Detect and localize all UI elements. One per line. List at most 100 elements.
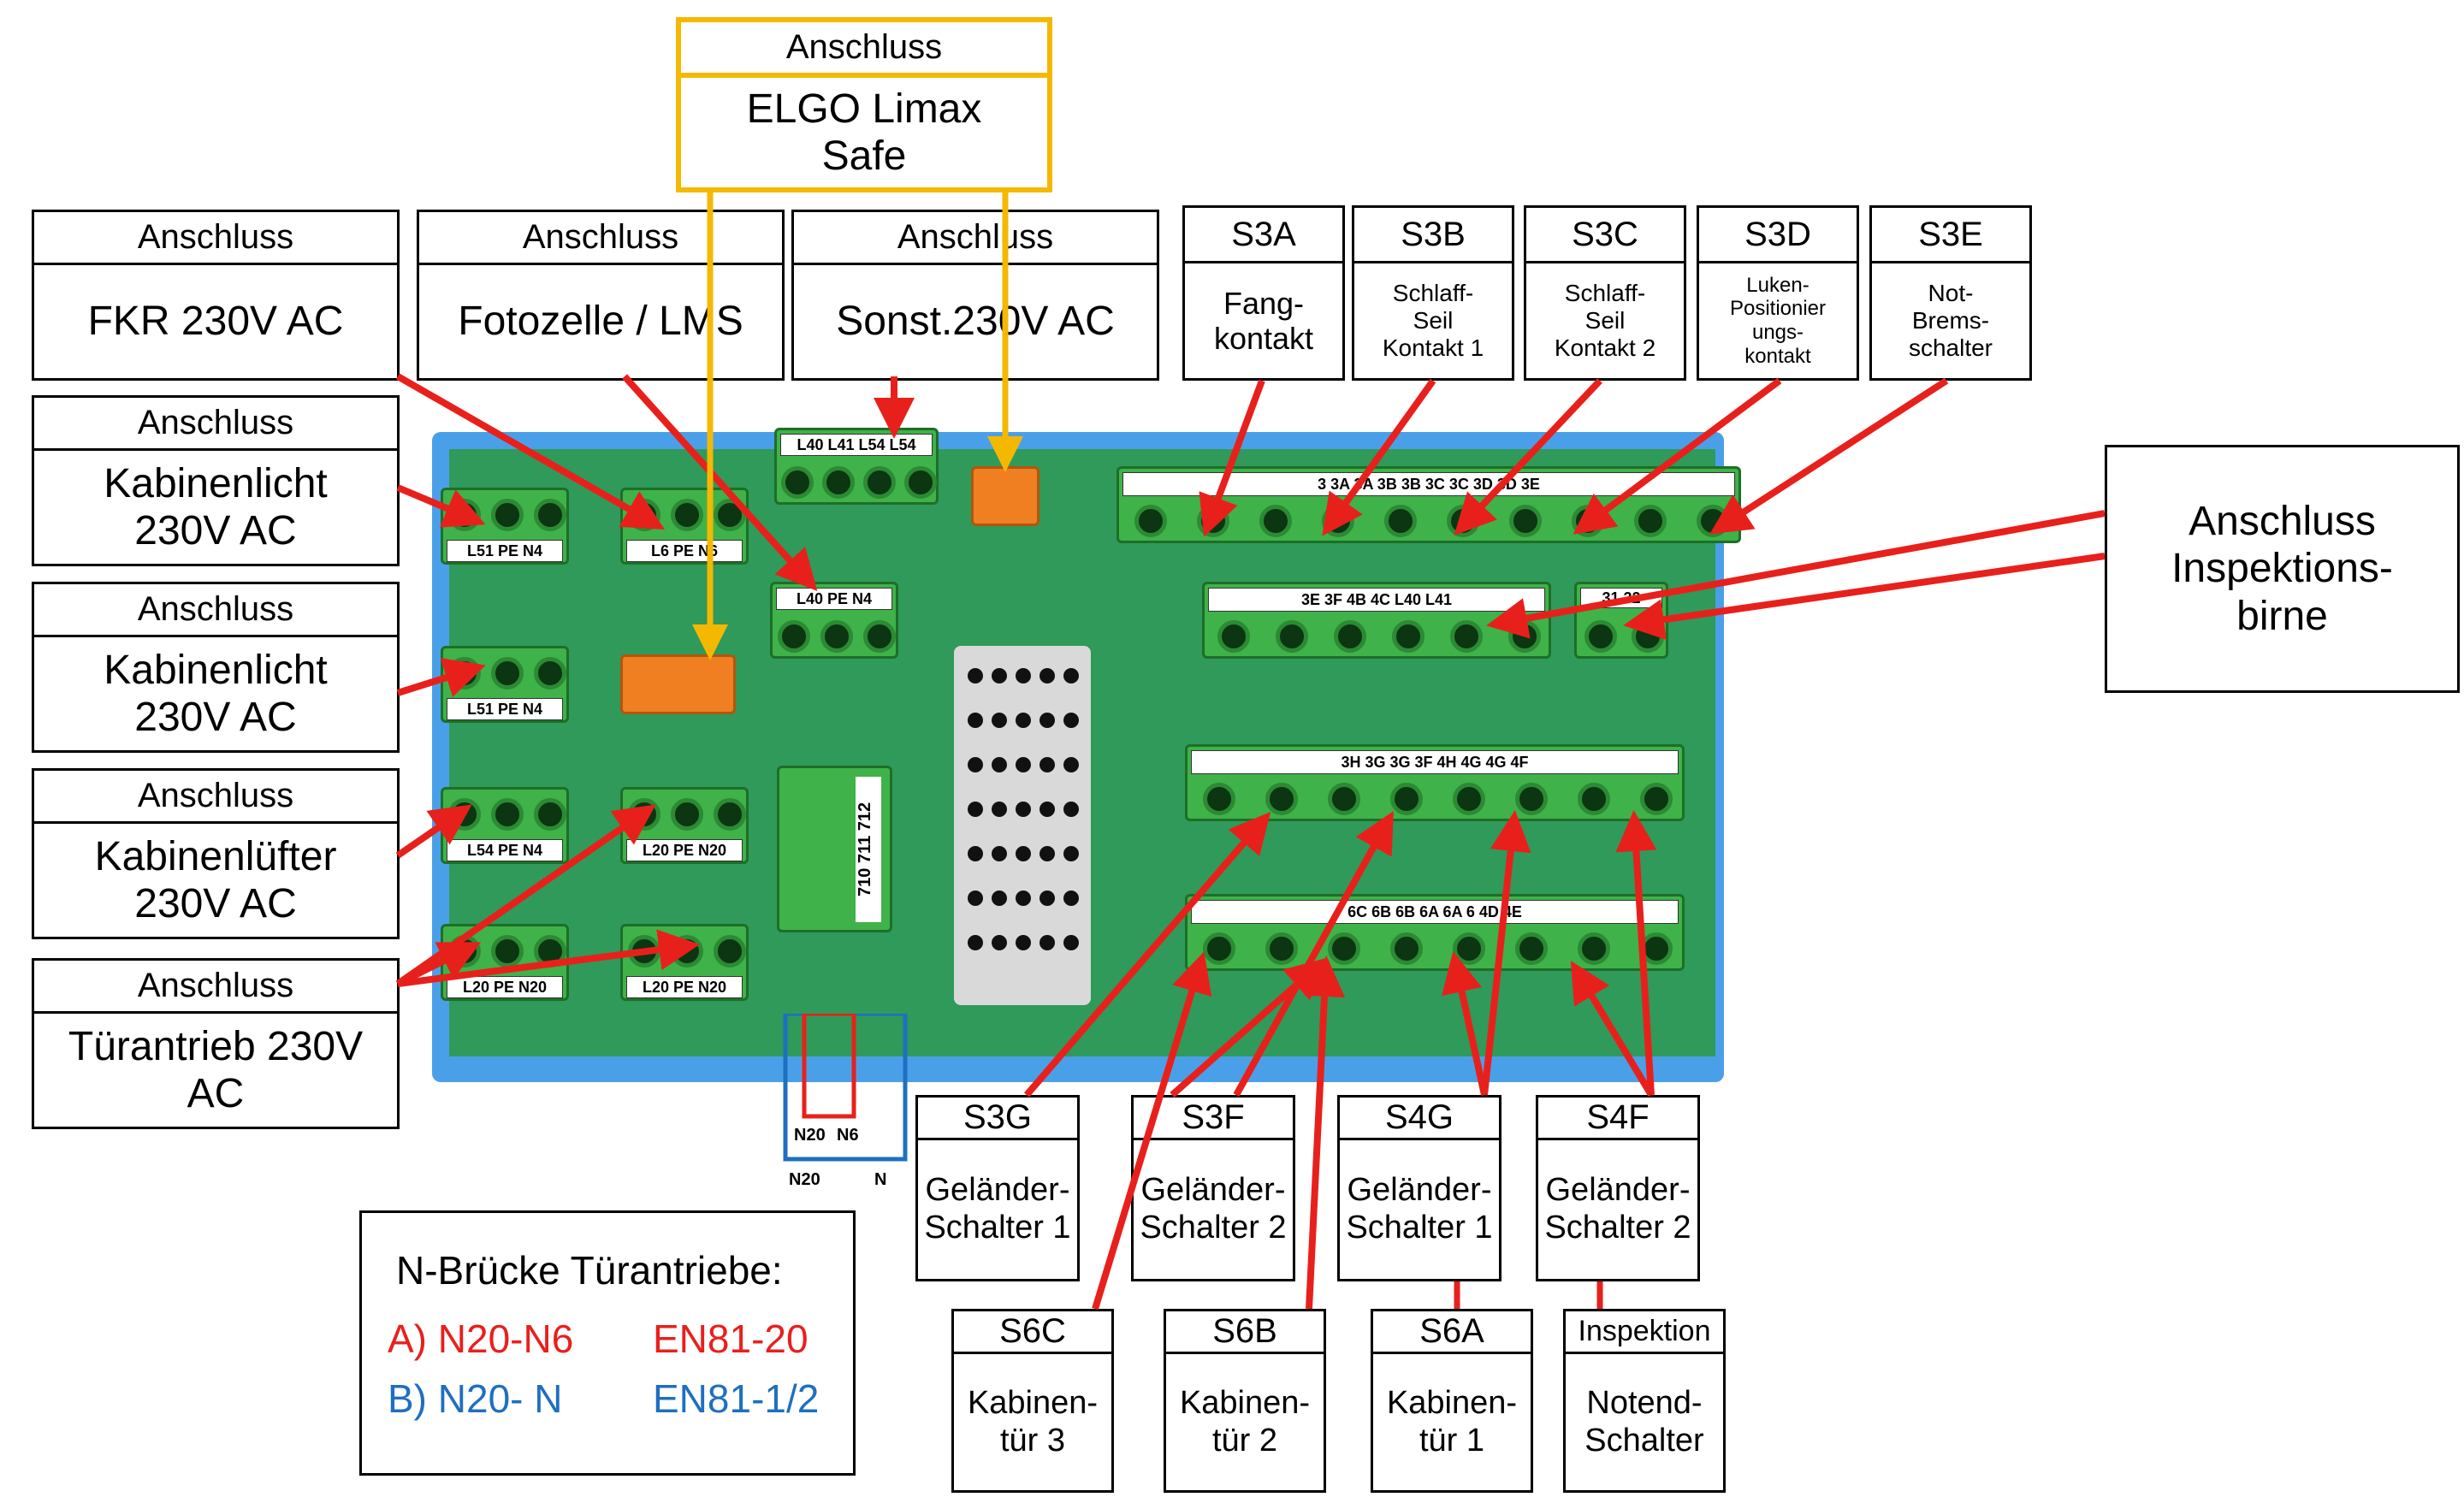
inspektion-lamp-box-body: Anschluss Inspektions- birne — [2171, 499, 2393, 639]
legend-title: N-Brücke Türantriebe: — [396, 1248, 783, 1293]
plug-sonst — [971, 466, 1040, 526]
connector-pin — [1063, 891, 1079, 906]
legend-b-right: EN81-1/2 — [653, 1376, 820, 1421]
left-box-1-body: Kabinenlicht 230V AC — [104, 647, 328, 740]
terminal-screw — [1202, 932, 1235, 965]
terminal-screw — [1276, 620, 1308, 653]
connector-pin — [1040, 802, 1055, 817]
lower-box-0-body: Kabinen- tür 3 — [967, 1384, 1099, 1459]
terminal-screw — [1259, 505, 1292, 537]
terminal-screw — [778, 620, 810, 653]
term-sonst-labels: L40 L41 L54 L54 — [780, 434, 933, 456]
connector-pin — [1016, 846, 1031, 861]
terminal-screw — [534, 798, 566, 831]
term-l54-label-text: L54 PE N4 — [466, 841, 543, 859]
left-box-1-header: Anschluss — [34, 584, 397, 637]
bottom-box-0-header: S3G — [918, 1098, 1077, 1140]
connector-pin — [1016, 757, 1031, 772]
lower-box-1-header: S6B — [1166, 1311, 1324, 1354]
term-insp-row-labels: 3E 3F 4B 4C L40 L41 — [1208, 588, 1545, 612]
term-l51-a-labels: L51 PE N4 — [447, 540, 563, 562]
s3-box-1-body: Schlaff- Seil Kontakt 1 — [1382, 279, 1484, 362]
terminal-screw — [1446, 505, 1479, 537]
connector-pin — [1016, 891, 1031, 906]
lower-box-3-body: Notend- Schalter — [1584, 1384, 1704, 1459]
terminal-screw — [1389, 932, 1423, 965]
terminal-screw — [1383, 505, 1417, 537]
term-l20-b-label-text: L20 PE N20 — [642, 841, 727, 859]
terminal-screw — [1134, 505, 1167, 537]
legend-box: N-Brücke Türantriebe: A) N20-N6 EN81-20 … — [359, 1210, 856, 1476]
term-l51-b-labels: L51 PE N4 — [447, 698, 563, 720]
left-box-2-body: Kabinenlüfter 230V AC — [94, 833, 337, 926]
bridge-n20-label: N20 — [794, 1126, 826, 1145]
lower-box-0-header: S6C — [954, 1311, 1111, 1354]
lower-box-2-header: S6A — [1373, 1311, 1531, 1354]
connector-pin — [1040, 757, 1055, 772]
s3-box-0-body: Fang- kontakt — [1213, 285, 1314, 356]
terminal-screw — [671, 935, 703, 967]
terminal-screw — [628, 935, 660, 967]
connector-pin — [968, 757, 983, 772]
term-insp-row: 3E 3F 4B 4C L40 L41 — [1202, 582, 1551, 659]
term-710-712: 710 711 712 — [777, 766, 892, 932]
connector-pin — [1063, 846, 1079, 861]
terminal-screw — [1696, 505, 1729, 537]
term-l51-b-label-text: L51 PE N4 — [466, 700, 543, 718]
connector-pin — [1063, 668, 1079, 683]
bottom-box-3-header: S4F — [1538, 1098, 1697, 1140]
connector-pin — [1040, 668, 1055, 683]
term-sonst: L40 L41 L54 L54 — [774, 428, 939, 505]
connector-pin — [992, 935, 1007, 950]
bottom-box-3-body: Geländer- Schalter 2 — [1544, 1172, 1691, 1246]
connector-pin — [1040, 846, 1055, 861]
bridge-n6-label: N6 — [837, 1126, 859, 1145]
left-box-0-body: Kabinenlicht 230V AC — [104, 460, 328, 553]
terminal-screw — [491, 499, 524, 531]
legend-b-left: B) N20- N — [388, 1376, 563, 1421]
terminal-screw — [820, 620, 853, 653]
terminal-screw — [1327, 932, 1360, 965]
term-l20-a: L20 PE N20 — [441, 924, 569, 1001]
terminal-screw — [1265, 932, 1298, 965]
top-box-0-body: FKR 230V AC — [87, 299, 344, 345]
term-fz-lms-labels: L40 PE N4 — [776, 588, 892, 610]
connector-pin — [968, 935, 983, 950]
term-l6-labels: L6 PE N6 — [626, 540, 743, 562]
terminal-screw — [448, 935, 481, 967]
connector-pin — [1040, 713, 1055, 728]
connector-pin — [992, 668, 1007, 683]
terminal-screw — [448, 499, 481, 531]
terminal-screw — [1577, 783, 1610, 815]
bottom-box-2-header: S4G — [1340, 1098, 1499, 1140]
term-fz-lms-label-text: L40 PE N4 — [796, 589, 873, 607]
terminal-screw — [1452, 932, 1485, 965]
terminal-screw — [1508, 505, 1542, 537]
s3-box-4-body: Not- Brems- schalter — [1908, 279, 1993, 362]
terminal-screw — [534, 499, 566, 531]
term-gel-1-labels: 3H 3G 3G 3F 4H 4G 4G 4F — [1191, 750, 1679, 774]
connector-pin — [968, 713, 983, 728]
terminal-screw — [491, 935, 524, 967]
term-sonst-label-text: L40 L41 L54 L54 — [797, 435, 916, 453]
s3-box-3-body: Luken- Positionier ungs- kontakt — [1729, 273, 1827, 368]
term-s3-row-labels: 3 3A 3A 3B 3B 3C 3C 3D 3D 3E — [1122, 472, 1735, 496]
connector-pin — [1016, 935, 1031, 950]
term-l54: L54 PE N4 — [441, 787, 569, 864]
lower-box-1-body: Kabinen- tür 2 — [1179, 1384, 1311, 1459]
term-l20-c-label-text: L20 PE N20 — [642, 978, 727, 996]
connector-pin — [968, 668, 983, 683]
terminal-screw — [1514, 783, 1548, 815]
left-box-3-body: Türantrieb 230V AC — [68, 1023, 364, 1116]
term-lamp: 31 32 — [1574, 582, 1668, 659]
